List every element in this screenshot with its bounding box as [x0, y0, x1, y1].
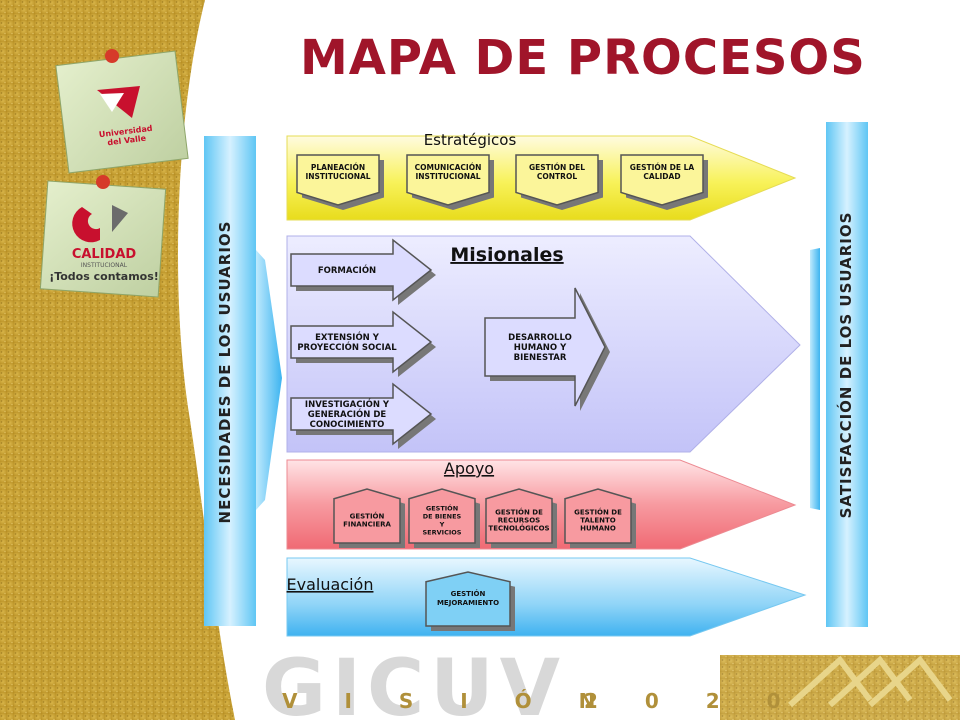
process-label: RECURSOS: [498, 516, 540, 524]
process-label: GENERACIÓN DE: [308, 408, 387, 420]
process-label: CONTROL: [537, 172, 577, 181]
process-label: INSTITUCIONAL: [415, 172, 480, 181]
process-label: HUMANO Y: [514, 343, 567, 353]
process-label: GESTIÓN DE LA: [630, 163, 695, 172]
process-label: COMUNICACIÓN: [415, 163, 482, 172]
process-label: SERVICIOS: [423, 528, 462, 536]
process-label: PLANEACIÓN: [311, 163, 365, 172]
shape-body: [406, 154, 490, 206]
process-label: GESTIÓN DEL: [529, 163, 585, 172]
process-label: TALENTO: [580, 516, 616, 524]
needs-label: NECESIDADES DE LOS USUARIOS: [216, 221, 234, 524]
process-label: MEJORAMIENTO: [437, 599, 499, 607]
left-user-bar: NECESIDADES DE LOS USUARIOS: [204, 136, 282, 626]
evaluacion-label: Evaluación: [287, 575, 374, 594]
year-text: 2 0 2 0: [584, 689, 801, 713]
shape-body: [425, 571, 511, 627]
process-label: GESTIÓN: [451, 589, 486, 598]
process-label: BIENESTAR: [514, 353, 567, 363]
shape-body: [564, 488, 632, 544]
process-label: GESTIÓN DE: [574, 507, 622, 516]
process-label: GESTIÓN: [426, 503, 458, 512]
process-label: FORMACIÓN: [318, 264, 376, 276]
shape-body: [296, 154, 380, 206]
vision-text: V I S I Ó N: [282, 689, 615, 713]
process-label: GESTIÓN DE: [495, 507, 543, 516]
univalle-logo-note: Universidad del Valle: [55, 49, 189, 174]
shape-body: [333, 488, 401, 544]
process-label: TECNOLÓGICOS: [488, 523, 549, 532]
svg-text:INSTITUCIONAL: INSTITUCIONAL: [81, 262, 128, 269]
estrategicos-label: Estratégicos: [424, 131, 517, 149]
process-label: EXTENSIÓN Y: [315, 331, 380, 343]
svg-text:¡Todos contamos!: ¡Todos contamos!: [49, 270, 159, 283]
page-title: MAPA DE PROCESOS: [300, 30, 866, 86]
svg-text:CALIDAD: CALIDAD: [72, 247, 137, 262]
satisfaction-label: SATISFACCIÓN DE LOS USUARIOS: [836, 212, 855, 519]
process-label: INVESTIGACIÓN Y: [305, 398, 390, 410]
shape-body: [290, 382, 433, 446]
process-label: DESARROLLO: [508, 333, 572, 343]
shape-body: [408, 488, 476, 544]
apoyo-label: Apoyo: [444, 459, 494, 478]
shape-body: [620, 154, 704, 206]
shape-body: [484, 287, 606, 407]
process-label: FINANCIERA: [343, 520, 391, 528]
process-label: PROYECCIÓN SOCIAL: [297, 341, 397, 353]
process-label: CONOCIMIENTO: [310, 420, 385, 430]
misionales-label: Misionales: [450, 244, 563, 266]
footer: GICUV V I S I Ó N 2 0 2 0: [262, 644, 953, 725]
missional-process-0[interactable]: FORMACIÓN: [290, 238, 436, 305]
sand-background: [0, 0, 235, 720]
calidad-logo-note: CALIDAD INSTITUCIONAL ¡Todos contamos!: [39, 175, 167, 298]
shape-body: [485, 488, 553, 544]
shape-body: [290, 310, 433, 374]
process-label: HUMANO: [580, 524, 616, 532]
gicuv-brand: GICUV: [262, 644, 566, 720]
shape-body: [515, 154, 599, 206]
evaluacion-arrow: [286, 557, 807, 637]
process-label: GESTIÓN: [350, 511, 385, 520]
process-label: Y: [439, 520, 445, 528]
right-user-bar: SATISFACCIÓN DE LOS USUARIOS: [810, 122, 868, 627]
shape-body: [290, 238, 433, 302]
sand-band-bottom: [720, 655, 960, 720]
process-label: DE BIENES: [423, 512, 462, 520]
chevron-decoration: [787, 655, 953, 708]
process-label: CALIDAD: [643, 172, 680, 181]
process-label: INSTITUCIONAL: [305, 172, 370, 181]
